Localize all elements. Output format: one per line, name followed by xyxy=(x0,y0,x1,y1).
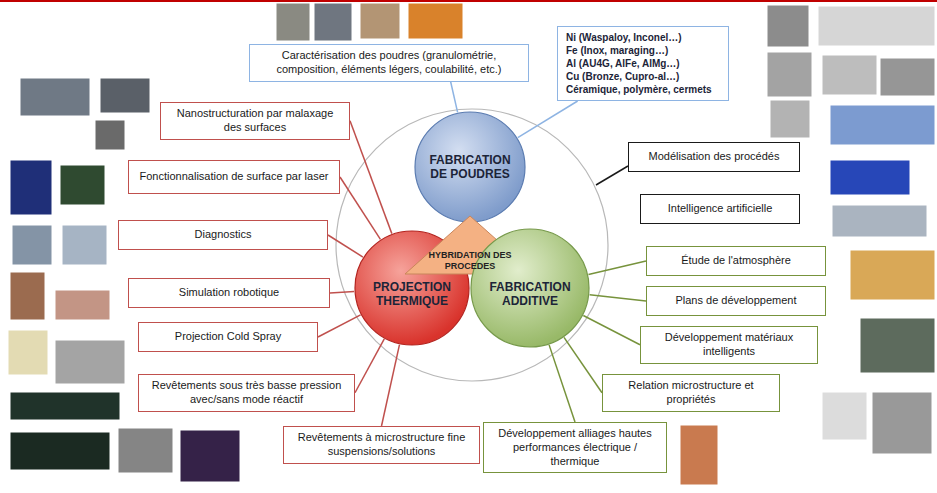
photo-thumbnail xyxy=(770,100,810,138)
photo-thumbnail xyxy=(60,165,105,205)
process-box: Intelligence artificielle xyxy=(640,194,800,224)
photo-thumbnail xyxy=(872,392,932,454)
photo-thumbnail xyxy=(850,250,935,300)
process-box: Revêtements à microstructure fine suspen… xyxy=(283,426,480,464)
node-label: Céramique, polymère, cermets xyxy=(566,83,712,96)
process-box: Fonctionnalisation de surface par laser xyxy=(128,160,340,194)
photo-thumbnail xyxy=(10,392,120,420)
photo-thumbnail xyxy=(55,340,125,384)
outer-ring xyxy=(336,109,608,381)
photo-thumbnail xyxy=(767,5,809,47)
node-label: FABRICATION ADDITIVE xyxy=(480,280,580,309)
process-box: Nanostructuration par malaxage des surfa… xyxy=(160,102,350,140)
photo-thumbnail xyxy=(830,160,910,195)
connector-line xyxy=(350,121,392,234)
photo-thumbnail xyxy=(822,55,877,95)
photo-thumbnail xyxy=(860,318,935,373)
node-label: Fe (Inox, maraging…) xyxy=(566,44,668,57)
connector-line xyxy=(564,337,602,392)
connector-line xyxy=(451,82,458,113)
node-label: Diagnostics xyxy=(195,228,252,242)
process-box: Projection Cold Spray xyxy=(138,322,318,352)
photo-thumbnail xyxy=(830,105,935,145)
photo-thumbnail xyxy=(118,428,173,473)
photo-thumbnail xyxy=(767,52,812,97)
process-box: Revêtements sous très basse pression ave… xyxy=(138,374,355,412)
photo-thumbnail xyxy=(360,3,400,39)
photo-thumbnail xyxy=(95,120,125,150)
node-label: FABRICATION DE POUDRES xyxy=(422,153,518,182)
connector-line xyxy=(588,261,646,274)
connector-line xyxy=(590,295,646,301)
process-box: Ni (Waspaloy, Inconel…)Fe (Inox, maragin… xyxy=(557,26,729,101)
connector-line xyxy=(328,235,363,257)
node-label: Intelligence artificielle xyxy=(668,202,773,216)
node-label: Ni (Waspaloy, Inconel…) xyxy=(566,31,682,44)
photo-thumbnail xyxy=(55,290,110,320)
node-label: Relation microstructure et propriétés xyxy=(609,379,773,407)
photo-thumbnail xyxy=(8,330,48,375)
top-rule xyxy=(0,0,937,2)
process-box: Diagnostics xyxy=(118,220,328,250)
photo-thumbnail xyxy=(62,225,107,265)
node-label: Développement matériaux intelligents xyxy=(647,331,811,359)
connector-line xyxy=(340,177,380,239)
connector-line xyxy=(583,316,640,345)
photo-thumbnail xyxy=(12,225,52,265)
process-box: Développement matériaux intelligents xyxy=(640,326,818,364)
node-label: Revêtements sous très basse pression ave… xyxy=(145,379,348,407)
node-label: Nanostructuration par malaxage des surfa… xyxy=(167,107,343,135)
node-label: PROJECTION THERMIQUE xyxy=(362,280,462,309)
connector-line xyxy=(355,339,384,393)
node-label: Étude de l'atmosphère xyxy=(681,254,791,268)
process-box: Caractérisation des poudres (granulométr… xyxy=(249,44,529,82)
node-label: Al (AU4G, AlFe, AlMg…) xyxy=(566,57,680,70)
photo-thumbnail xyxy=(10,160,52,215)
node-label: Projection Cold Spray xyxy=(175,330,281,344)
connector-line xyxy=(318,315,361,337)
node-label: Simulation robotique xyxy=(179,286,279,300)
photo-thumbnail xyxy=(880,58,935,96)
node-label: HYBRIDATION DES PROCEDES xyxy=(405,250,535,271)
process-box: Étude de l'atmosphère xyxy=(646,246,826,276)
photo-thumbnail xyxy=(10,432,110,470)
circle-fill xyxy=(471,229,589,347)
node-label: Cu (Bronze, Cupro-al…) xyxy=(566,70,679,83)
node-label: Développement alliages hautes performanc… xyxy=(490,427,660,468)
photo-thumbnail xyxy=(276,3,310,41)
photo-thumbnail xyxy=(408,3,463,39)
node-label: Revêtements à microstructure fine suspen… xyxy=(290,431,473,459)
process-box: Plans de développement xyxy=(646,286,826,316)
connector-line xyxy=(382,345,400,426)
node-label: Caractérisation des poudres (granulométr… xyxy=(256,49,522,77)
node-label: Plans de développement xyxy=(675,294,796,308)
leader-line xyxy=(596,166,628,185)
process-box: Développement alliages hautes performanc… xyxy=(483,422,667,473)
process-box: Simulation robotique xyxy=(128,278,330,308)
process-box: Relation microstructure et propriétés xyxy=(602,374,780,412)
photo-thumbnail xyxy=(314,3,352,41)
node-label: Fonctionnalisation de surface par laser xyxy=(140,170,329,184)
photo-thumbnail xyxy=(818,6,935,46)
connector-line xyxy=(330,292,354,293)
domain-circle: FABRICATION ADDITIVE xyxy=(470,228,590,348)
photo-thumbnail xyxy=(832,205,927,237)
photo-thumbnail xyxy=(10,272,45,320)
connector-line xyxy=(518,101,578,138)
photo-thumbnail xyxy=(100,78,150,113)
photo-thumbnail xyxy=(20,78,90,116)
connector-line xyxy=(549,345,575,422)
domain-circle: FABRICATION DE POUDRES xyxy=(414,111,526,223)
node-label: Modélisation des procédés xyxy=(649,150,780,164)
process-box: Modélisation des procédés xyxy=(628,142,800,172)
photo-thumbnail xyxy=(680,425,718,485)
photo-thumbnail xyxy=(822,392,867,440)
photo-thumbnail xyxy=(180,430,240,482)
circle-fill xyxy=(415,112,525,222)
